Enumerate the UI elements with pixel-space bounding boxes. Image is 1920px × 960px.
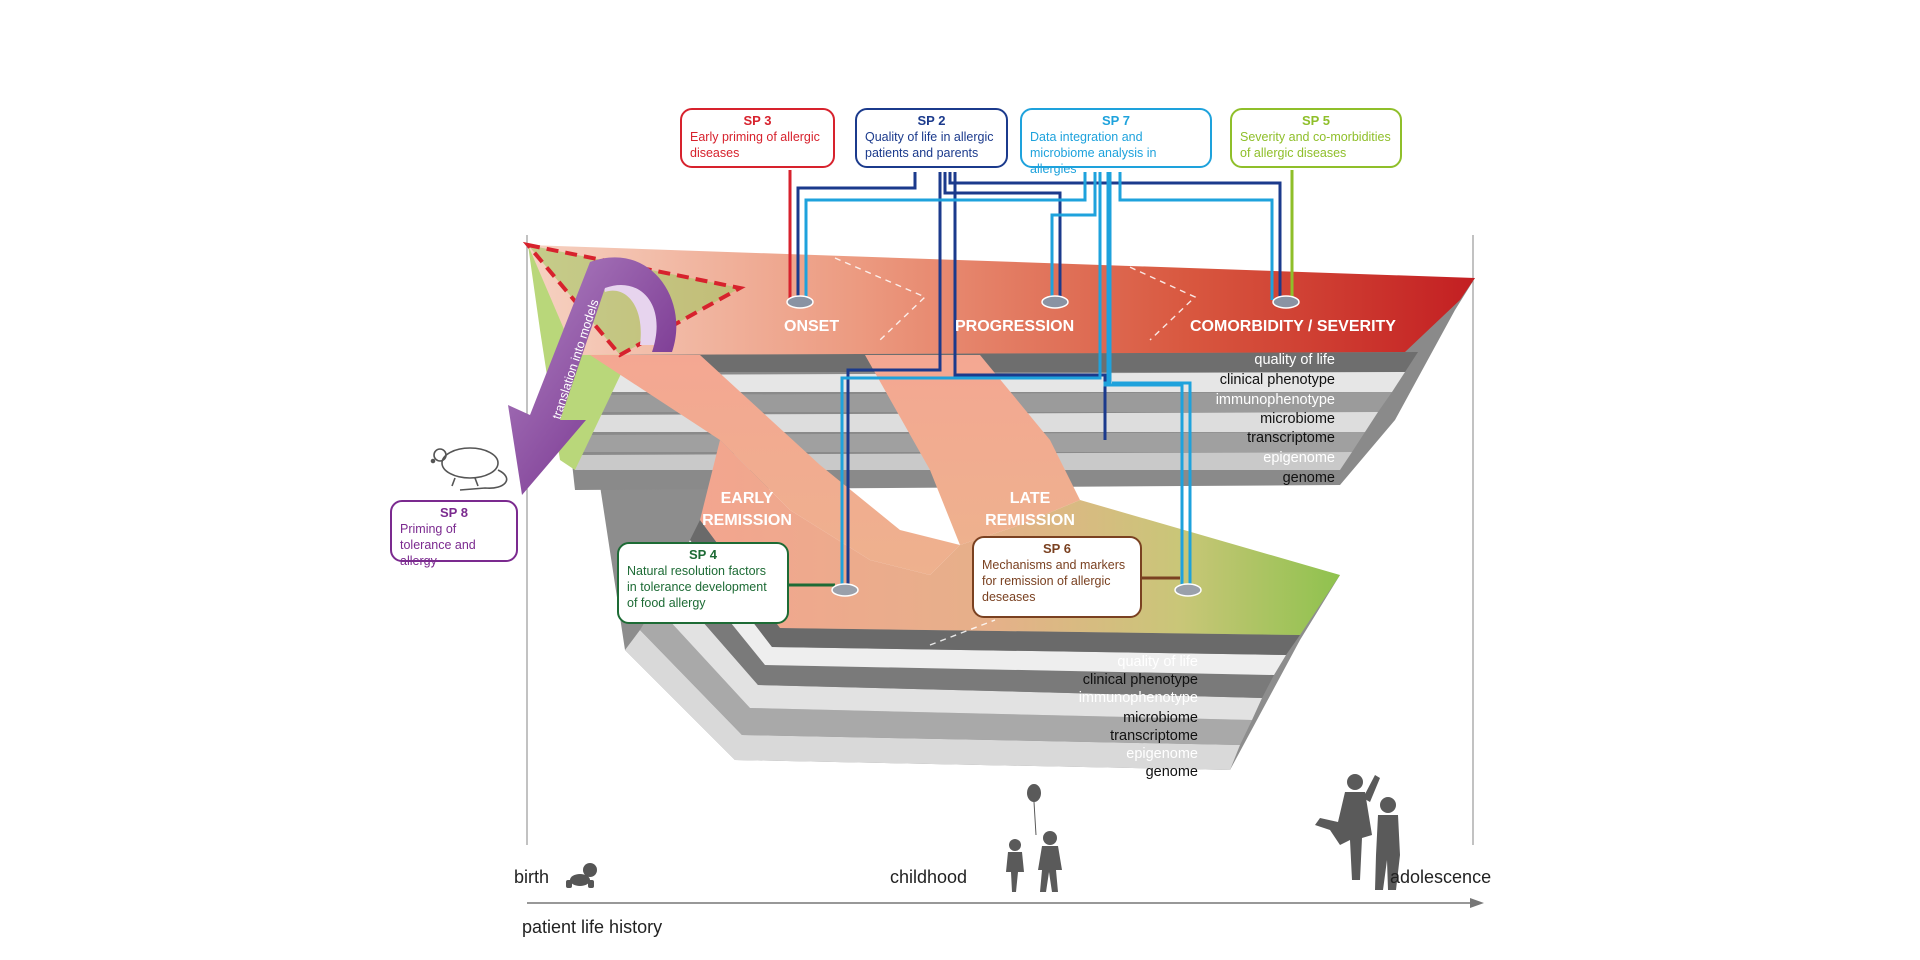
sp5-title: SP 5 [1302, 113, 1330, 128]
lower-layer-immunophenotype: immunophenotype [1078, 690, 1198, 706]
teenagers-icon [1315, 774, 1400, 890]
sp6-description: Mechanisms and markers for remission of … [982, 558, 1126, 604]
early-remission-strip [590, 355, 960, 575]
sp3-description: Early priming of allergic diseases [690, 130, 820, 160]
sp4-description: Natural resolution factors in tolerance … [627, 564, 767, 610]
sp8-title: SP 8 [440, 505, 468, 520]
timeline-adolescence: adolescence [1390, 867, 1492, 887]
mouse-icon [430, 447, 508, 491]
children-icon [1006, 784, 1062, 892]
upper-layer-immunophenotype: immunophenotype [1215, 392, 1335, 408]
onset-node [786, 295, 814, 309]
upper-layer-genome: genome [1282, 470, 1335, 486]
progression-node [1041, 295, 1069, 309]
timeline-childhood: childhood [890, 867, 968, 887]
sp7-box: SP 7 Data integration and microbiome ana… [1020, 108, 1212, 176]
stage-onset: ONSET [784, 318, 840, 335]
baby-icon [566, 863, 597, 888]
sp3-box: SP 3 Early priming of allergic diseases [680, 108, 835, 168]
lower-layer-epigenome: epigenome [1126, 746, 1198, 762]
stage-early-remission: EARLY REMISSION [697, 488, 797, 532]
connector-lines [784, 170, 1294, 587]
stage-early-line1: EARLY [720, 490, 774, 507]
sp4-title: SP 4 [689, 547, 717, 562]
timeline-birth: birth [514, 867, 550, 887]
lower-layer-genome: genome [1145, 764, 1198, 780]
stage-progression: PROGRESSION [955, 318, 1075, 335]
stage-late-line2: REMISSION [985, 512, 1075, 529]
sp6-box: SP 6 Mechanisms and markers for remissio… [972, 536, 1142, 618]
sp6-title: SP 6 [1043, 541, 1071, 556]
upper-layer-epigenome: epigenome [1263, 450, 1335, 466]
timeline-arrowhead [1470, 898, 1484, 908]
stage-late-remission: LATE REMISSION [980, 488, 1080, 532]
upper-layer-transcriptome: transcriptome [1247, 430, 1335, 446]
connector-nodes [786, 295, 1300, 597]
sp7-title: SP 7 [1102, 113, 1130, 128]
sp7-description: Data integration and microbiome analysis… [1030, 130, 1157, 176]
lower-layer-microbiome: microbiome [1123, 710, 1198, 726]
upper-layer-clinical-phenotype: clinical phenotype [1219, 372, 1335, 388]
lower-layer-quality-of-life: quality of life [1117, 654, 1198, 670]
lower-layer-clinical-phenotype: clinical phenotype [1082, 672, 1198, 688]
lower-layer-transcriptome: transcriptome [1110, 728, 1198, 744]
sp8-box: SP 8 Priming of tolerance and allergy [390, 500, 518, 568]
stage-early-line2: REMISSION [702, 512, 792, 529]
sp5-description: Severity and co-morbidities of allergic … [1240, 130, 1391, 160]
timeline-axis-label: patient life history [522, 917, 663, 937]
sp4-box: SP 4 Natural resolution factors in toler… [617, 542, 789, 624]
upper-layer-quality-of-life: quality of life [1254, 352, 1335, 368]
upper-layer-microbiome: microbiome [1260, 411, 1335, 427]
stage-late-line1: LATE [1009, 490, 1051, 507]
late-remission-strip [865, 355, 1080, 545]
sp2-box: SP 2 Quality of life in allergic patient… [855, 108, 1008, 168]
early-remission-node [831, 583, 859, 597]
sp2-description: Quality of life in allergic patients and… [865, 130, 994, 160]
sp5-box: SP 5 Severity and co-morbidities of alle… [1230, 108, 1402, 168]
sp2-title: SP 2 [917, 113, 946, 128]
comorbidity-node [1272, 295, 1300, 309]
onset-surface [528, 245, 1475, 355]
late-remission-node [1174, 583, 1202, 597]
stage-comorbidity: COMORBIDITY / SEVERITY [1190, 318, 1396, 335]
sp8-description: Priming of tolerance and allergy [400, 522, 476, 568]
sp3-title: SP 3 [743, 113, 772, 128]
